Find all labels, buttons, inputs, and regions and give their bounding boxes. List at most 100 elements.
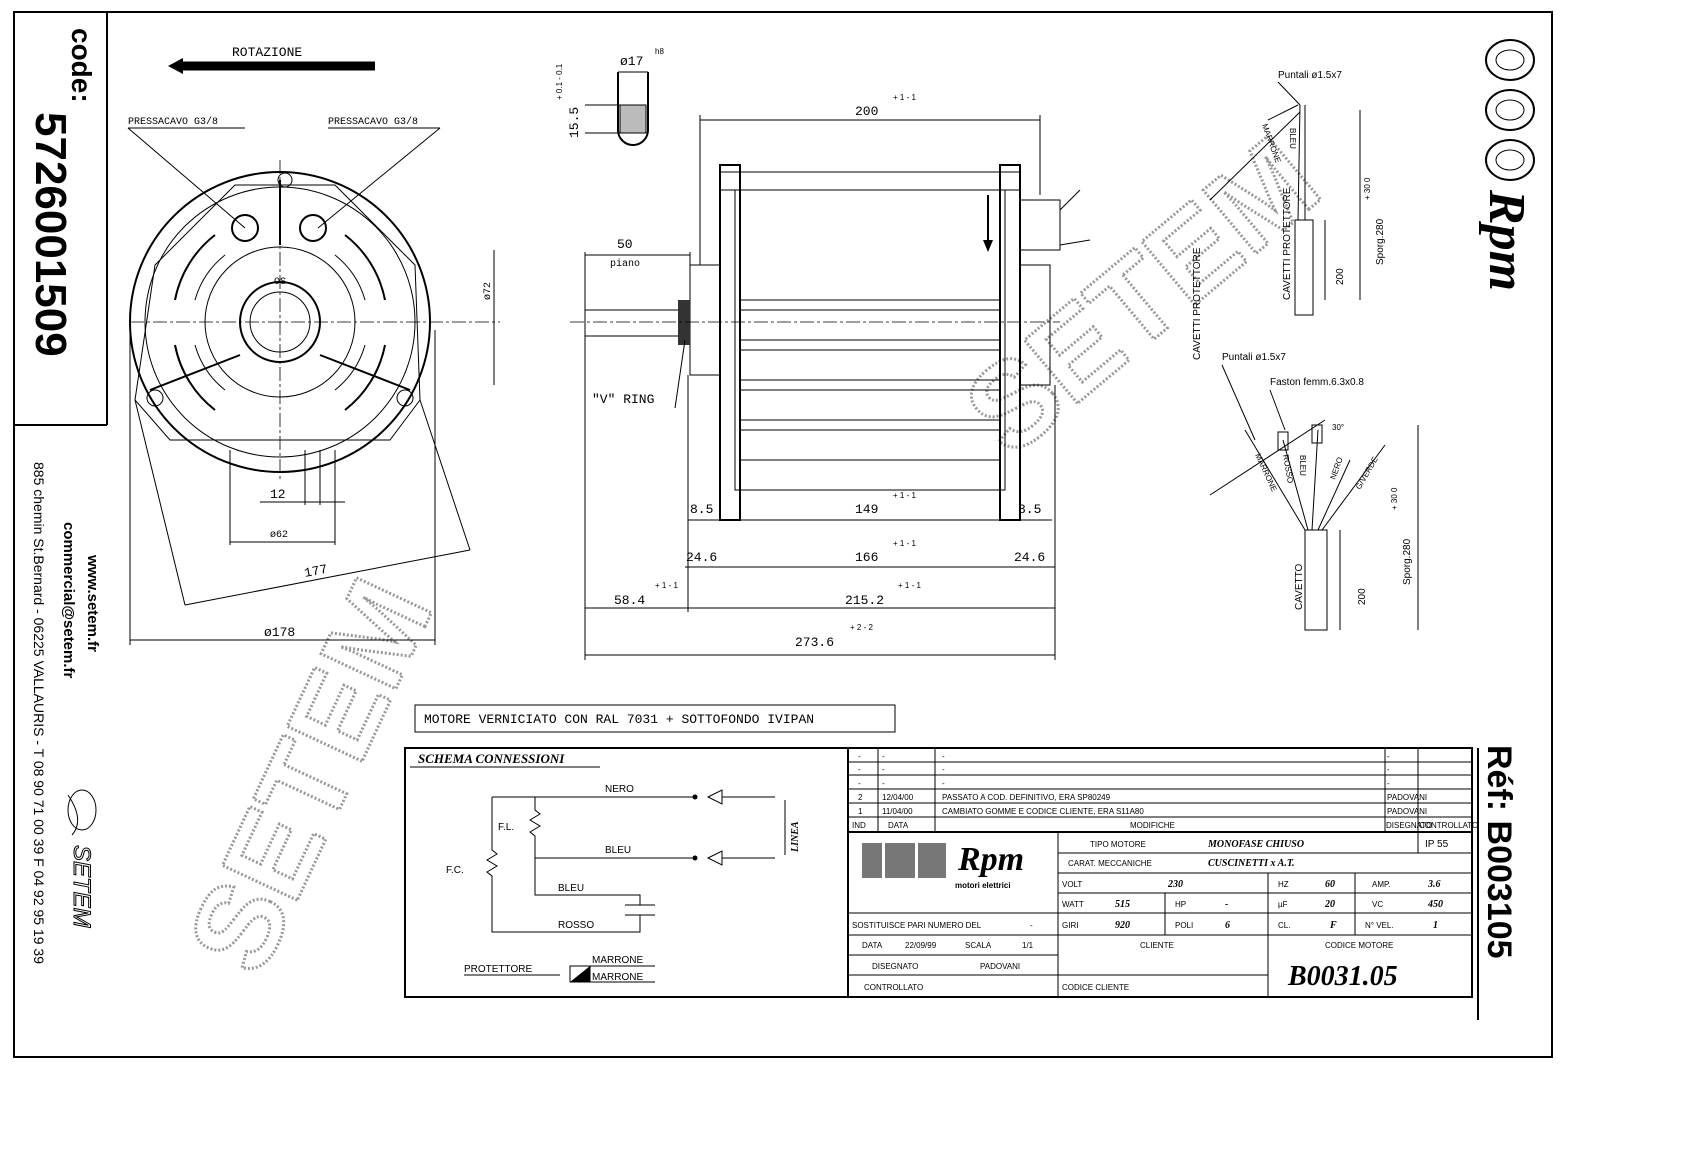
wire-rosso: ROSSO [1281,454,1295,484]
revision-dis: PADOVANI [1387,807,1427,816]
hp-value: - [1225,899,1228,910]
dim-58-4-tol: + 1 - 1 [655,581,678,590]
hdr-modifiche: MODIFICHE [1130,821,1175,830]
poli-label: POLI [1175,921,1193,930]
rpm-brand: Rpm [1478,189,1535,291]
revision-desc: - [942,765,945,774]
sostituisce-value: - [1030,921,1033,930]
revision-desc: - [942,752,945,761]
faston-label: Faston femm.6.3x0.8 [1270,377,1364,388]
dim-273-6-tol: + 2 - 2 [850,623,873,632]
cable-label-2: CAVETTI PROTETTORE [1282,187,1293,300]
wire-marrone-1: MARRONE [592,955,643,966]
cable-label: CAVETTI PROTETTORE [1192,247,1203,360]
hdr-controllato: CONTROLLATO [1419,821,1478,830]
email-link[interactable]: commercial@setem.fr [60,522,77,679]
amp-value: 3.6 [1427,879,1441,890]
dim-12: 12 [270,487,286,502]
cl-value: F [1329,920,1337,931]
wire-bleu-2: BLEU [558,883,584,894]
cliente-label: CLIENTE [1140,941,1174,950]
shaft-diameter: ø17 [620,54,643,69]
revision-data: - [882,779,885,788]
dim-149-tol: + 1 - 1 [893,491,916,500]
wire-bleu: BLEU [1298,455,1307,476]
dim-8-5-left: 8.5 [690,502,713,517]
paint-note: MOTORE VERNICIATO CON RAL 7031 + SOTTOFO… [424,712,814,727]
cable-label: CAVETTO [1294,563,1305,610]
revision-desc: CAMBIATO GOMME E CODICE CLIENTE, ERA S11… [942,807,1144,816]
gland-right-label: PRESSACAVO G3/8 [328,116,418,128]
hp-label: HP [1175,900,1186,909]
ref-code: Réf: B003105 [1480,745,1518,959]
front-view: ROTAZIONE PRESSACAVO G3/8 PRESSACAVO G3/… [127,45,500,645]
side-view: 200 + 1 - 1 50 piano "V" RING 8.5 8.5 14… [570,93,1091,660]
hdr-disegnato: DISEGNATO [1386,821,1432,830]
dim-166-tol: + 1 - 1 [893,539,916,548]
website-link[interactable]: www.setem.fr [84,554,101,652]
revision-row: ---- [858,765,1390,774]
code-label: code: [66,28,97,103]
dim-200: 200 [855,104,878,119]
dim-177: 177 [303,562,329,581]
tips-label: Puntali ø1.5x7 [1222,352,1286,363]
vc-value: 450 [1427,899,1443,910]
dim-200-tol: + 1 - 1 [893,93,916,102]
revision-row: ---- [858,752,1390,761]
revision-row: ---- [858,779,1390,788]
cl-label: CL. [1278,921,1290,930]
revision-data: 12/04/00 [882,793,914,802]
dim-24-6-right: 24.6 [1014,550,1045,565]
disegnato-value: PADOVANI [980,962,1020,971]
label-fc: F.C. [446,865,464,876]
volt-value: 230 [1167,879,1183,890]
tipo-label: TIPO MOTORE [1090,840,1146,849]
shaft [584,309,691,337]
revision-ind: - [858,779,861,788]
wire-marrone-2: MARRONE [592,972,643,983]
sporg-tol-top: + 30 0 [1363,177,1372,200]
sostituisce-label: SOSTITUISCE PARI NUMERO DEL [852,921,982,930]
tipo-value: MONOFASE CHIUSO [1207,839,1304,850]
schema-connessioni: SCHEMA CONNESSIONI NERO BLEU BLEU ROSSO … [404,747,849,998]
revision-ind: 2 [858,793,863,802]
uf-value: 20 [1324,899,1335,910]
wire-nero: NERO [605,784,634,795]
setem-logo: SETEM [67,789,97,928]
revision-ind: - [858,752,861,761]
scala-value: 1/1 [1022,941,1034,950]
revision-dis: PADOVANI [1387,793,1427,802]
watermark: SETEM [162,560,458,991]
scala-label: SCALA [965,941,992,950]
poli-value: 6 [1225,920,1230,931]
dim-273-6: 273.6 [795,635,834,650]
dim-200-top: 200 [1335,268,1346,285]
watt-value: 515 [1115,899,1130,910]
giri-value: 920 [1115,920,1130,931]
dim-215-2: 215.2 [845,593,884,608]
schema-title: SCHEMA CONNESSIONI [418,751,565,766]
hdr-ind: IND [852,821,866,830]
data-label: DATA [862,941,883,950]
carat-value: CUSCINETTI x A.T. [1208,858,1295,869]
dim-166: 166 [855,550,878,565]
data-value: 22/09/99 [905,941,937,950]
dim-62: ø62 [270,530,288,541]
dim-58-4: 58.4 [614,593,645,608]
codice-motore-label: CODICE MOTORE [1325,941,1393,950]
dim-149: 149 [855,502,878,517]
right-strip: Rpm Réf: B003105 [1477,39,1535,1020]
shaft-fit: h8 [655,47,664,56]
revision-data: - [882,765,885,774]
revision-ind: - [858,765,861,774]
label-fl: F.L. [498,822,514,833]
dim-215-2-tol: + 1 - 1 [898,581,921,590]
setem-bird-icon [67,789,97,831]
block-logo-sub: motori elettrici [955,881,1011,890]
revision-dis: - [1387,765,1390,774]
company-name: SETEM [68,845,95,928]
ip-value: IP 55 [1425,839,1449,850]
